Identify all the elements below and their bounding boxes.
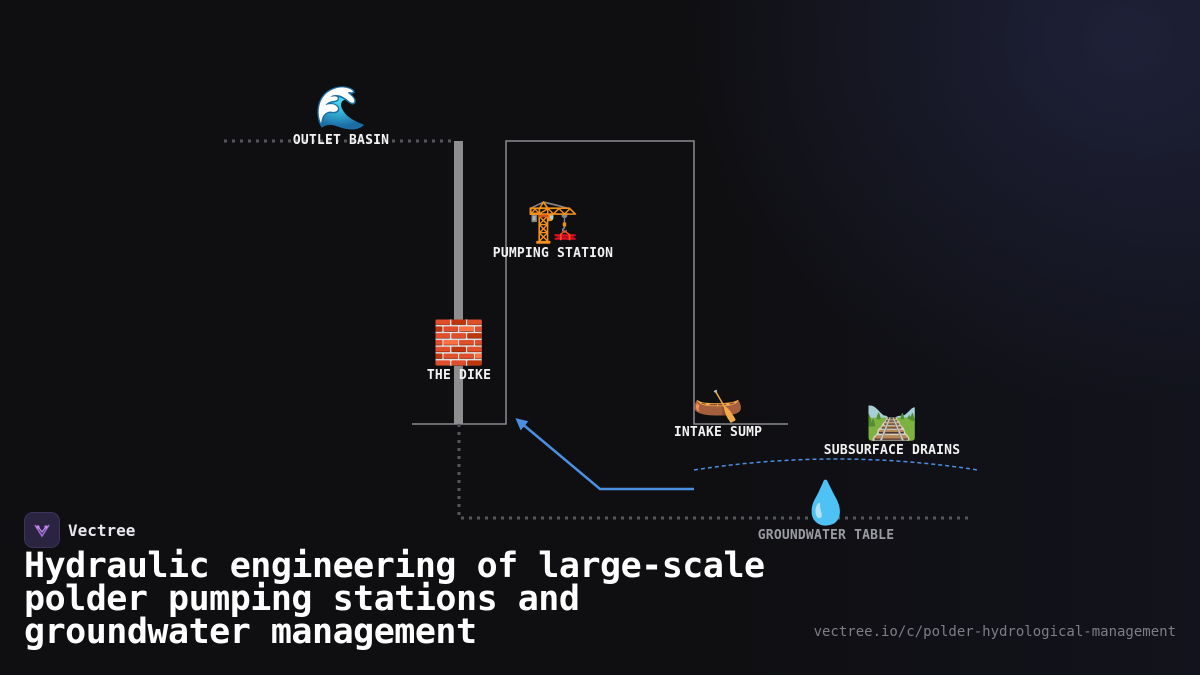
crane-icon: 🏗️ — [526, 196, 580, 245]
subsurface-drain-curve — [693, 458, 979, 471]
canoe-icon: 🛶 — [691, 375, 745, 424]
flow-arrow — [515, 418, 694, 491]
pumping-station-outline — [412, 140, 788, 425]
node-intake-sump: 🛶 INTAKE SUMP — [674, 375, 762, 440]
wave-icon: 🌊 — [314, 83, 368, 132]
node-outlet-basin: 🌊 OUTLET BASIN — [293, 83, 389, 148]
intake-sump-label: INTAKE SUMP — [673, 425, 763, 440]
pumping-station-label: PUMPING STATION — [492, 246, 614, 261]
node-groundwater-table: 💧 GROUNDWATER TABLE — [758, 478, 894, 543]
node-subsurface-drains: 🛤️ SUBSURFACE DRAINS — [824, 393, 960, 458]
page-title: Hydraulic engineering of large-scale pol… — [24, 546, 765, 652]
source-url[interactable]: vectree.io/c/polder-hydrological-managem… — [813, 624, 1176, 640]
dike-label: THE DIKE — [426, 368, 492, 383]
node-dike: 🧱 THE DIKE — [427, 318, 491, 383]
node-pumping-station: 🏗️ PUMPING STATION — [493, 196, 613, 261]
subsurface-drains-label: SUBSURFACE DRAINS — [823, 443, 961, 458]
brand: Vectree — [24, 512, 135, 548]
dike-wall — [454, 141, 463, 424]
outlet-basin-label: OUTLET BASIN — [292, 133, 390, 148]
groundwater-table-label: GROUNDWATER TABLE — [757, 528, 895, 543]
droplet-icon: 💧 — [799, 478, 853, 527]
brick-icon: 🧱 — [432, 318, 486, 367]
brand-name: Vectree — [68, 520, 136, 540]
railway-track-icon: 🛤️ — [865, 393, 919, 442]
vectree-logo-icon — [24, 512, 60, 548]
